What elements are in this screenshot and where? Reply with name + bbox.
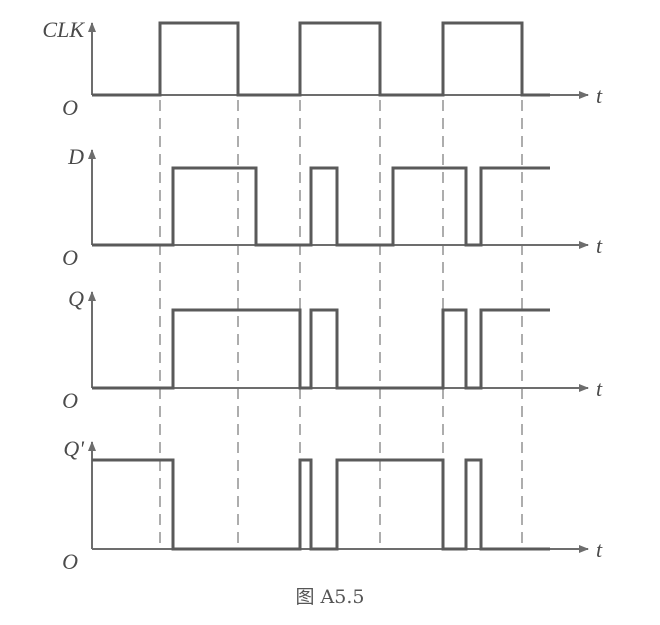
signal-label: Q' xyxy=(63,436,84,461)
origin-label: O xyxy=(62,388,78,413)
time-label: t xyxy=(596,537,603,562)
signal-label: D xyxy=(67,144,84,169)
origin-label: O xyxy=(62,95,78,120)
waveform xyxy=(92,458,550,551)
waveform xyxy=(92,166,550,247)
origin-label: O xyxy=(62,245,78,270)
time-label: t xyxy=(596,233,603,258)
signal-label: CLK xyxy=(42,17,85,42)
dashed-guide-lines xyxy=(159,28,523,550)
figure-caption: 图 A5.5 xyxy=(296,586,365,608)
waveform xyxy=(92,308,550,390)
signal-label: Q xyxy=(68,286,84,311)
time-label: t xyxy=(596,83,603,108)
origin-label: O xyxy=(62,549,78,574)
time-label: t xyxy=(596,376,603,401)
waveform xyxy=(92,21,550,97)
